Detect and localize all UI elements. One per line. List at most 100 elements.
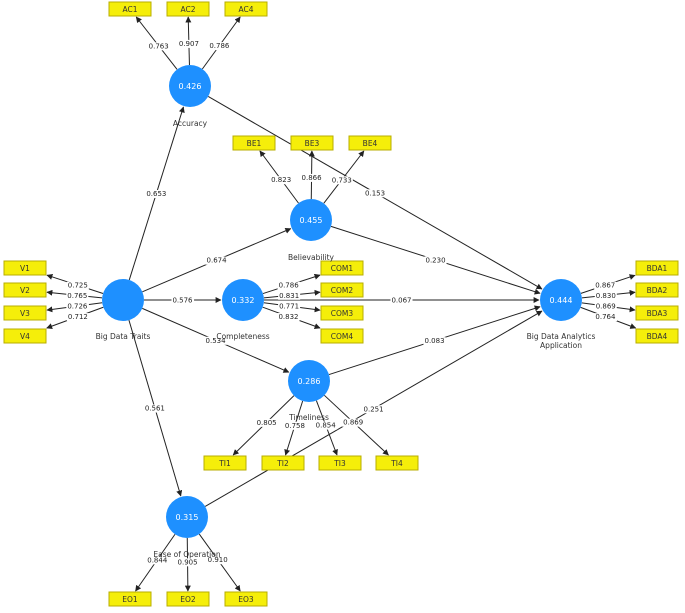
coef-bg [204,336,228,345]
indicator-COM2[interactable]: COM2 [320,282,364,298]
loading-value-BE4: 0.733 [332,176,352,184]
loading-bg [66,302,89,311]
loading-bg [283,421,306,430]
loading-value-COM2: 0.831 [279,292,299,300]
latent-circle [222,279,264,321]
indicator-label: EO3 [238,595,254,604]
indicator-AC4[interactable]: AC4 [224,1,268,17]
loading-bg [594,313,617,322]
loading-value-BDA3: 0.869 [596,303,616,311]
indicator-BDA3[interactable]: BDA3 [635,305,679,321]
path-coefficient-bdt-bel: 0.674 [207,257,228,265]
indicator-box [224,1,268,17]
coef-bg [362,405,385,414]
indicator-label: TI3 [333,459,346,468]
indicator-label: AC1 [122,5,137,14]
loading-value-BDA1: 0.867 [595,282,615,290]
loading-bg [270,176,293,185]
indicator-box [375,455,419,471]
indicator-V3[interactable]: V3 [3,305,47,321]
indicator-label: COM2 [331,286,354,295]
loading-value-V3: 0.726 [67,303,88,311]
loading-value-COM4: 0.832 [278,313,298,321]
loading-bg [208,42,231,51]
indicator-COM3[interactable]: COM3 [320,305,364,321]
indicator-BE1[interactable]: BE1 [232,135,276,151]
indicator-box [348,135,392,151]
indicator-V4[interactable]: V4 [3,328,47,344]
loading-value-V4: 0.712 [68,313,88,321]
indicator-BDA2[interactable]: BDA2 [635,282,679,298]
indicator-AC2[interactable]: AC2 [166,1,210,17]
indicator-COM1[interactable]: COM1 [320,260,364,276]
indicator-TI3[interactable]: TI3 [318,455,362,471]
indicator-box [635,328,679,344]
indicator-V2[interactable]: V2 [3,282,47,298]
r-squared-value: 0.444 [550,296,573,305]
loading-value-EO3: 0.910 [208,556,228,564]
r-squared-value: 0.315 [176,513,199,522]
indicator-TI1[interactable]: TI1 [203,455,247,471]
loading-bg [278,302,301,311]
loading-value-BDA4: 0.764 [595,313,616,321]
loading-bg [277,281,301,290]
loading-bg [277,313,300,322]
loading-bg [147,42,170,51]
indicator-TI2[interactable]: TI2 [261,455,305,471]
indicator-box [203,455,247,471]
indicator-EO2[interactable]: EO2 [166,591,210,607]
indicator-label: AC4 [238,5,253,14]
indicator-EO1[interactable]: EO1 [108,591,152,607]
loading-bg [146,556,169,565]
indicator-box [318,455,362,471]
loading-bg [594,281,617,290]
r-squared-value: 0.286 [298,377,321,386]
indicator-label: EO2 [180,595,196,604]
indicator-BE3[interactable]: BE3 [290,135,334,151]
loading-value-COM3: 0.771 [279,303,299,311]
indicator-box [166,1,210,17]
loading-bg [278,291,301,300]
indicator-label: BE3 [305,139,320,148]
indicator-BDA4[interactable]: BDA4 [635,328,679,344]
indicator-COM4[interactable]: COM4 [320,328,364,344]
indicator-V1[interactable]: V1 [3,260,47,276]
indicator-box [3,282,47,298]
loading-bg [66,291,89,300]
indicator-label: BDA2 [647,286,668,295]
indicator-EO3[interactable]: EO3 [224,591,268,607]
path-coefficient-bdt-tim: 0.534 [206,337,227,345]
loading-bg [594,302,617,311]
indicator-label: V4 [20,332,30,341]
loading-bg [176,558,199,567]
loading-value-AC1: 0.763 [149,42,169,50]
latent-circle [540,279,582,321]
indicator-TI4[interactable]: TI4 [375,455,419,471]
loading-value-BDA2: 0.830 [596,292,616,300]
loading-value-EO1: 0.844 [147,556,168,564]
indicator-AC1[interactable]: AC1 [108,1,152,17]
indicator-BE4[interactable]: BE4 [348,135,392,151]
indicator-box [320,260,364,276]
latent-circle [288,360,330,402]
latent-bdt[interactable]: Big Data Traits [96,279,151,341]
loading-value-AC2: 0.907 [179,40,199,48]
latent-circle [166,496,208,538]
indicator-label: BE4 [363,139,378,148]
latent-label: Completeness [216,332,269,341]
loading-bg [66,281,89,290]
loading-value-BE1: 0.823 [271,176,291,184]
indicator-BDA1[interactable]: BDA1 [635,260,679,276]
indicator-label: V3 [20,309,30,318]
indicator-label: TI4 [390,459,403,468]
indicator-box [3,328,47,344]
path-coefficient-bel-bda: 0.230 [426,256,446,264]
